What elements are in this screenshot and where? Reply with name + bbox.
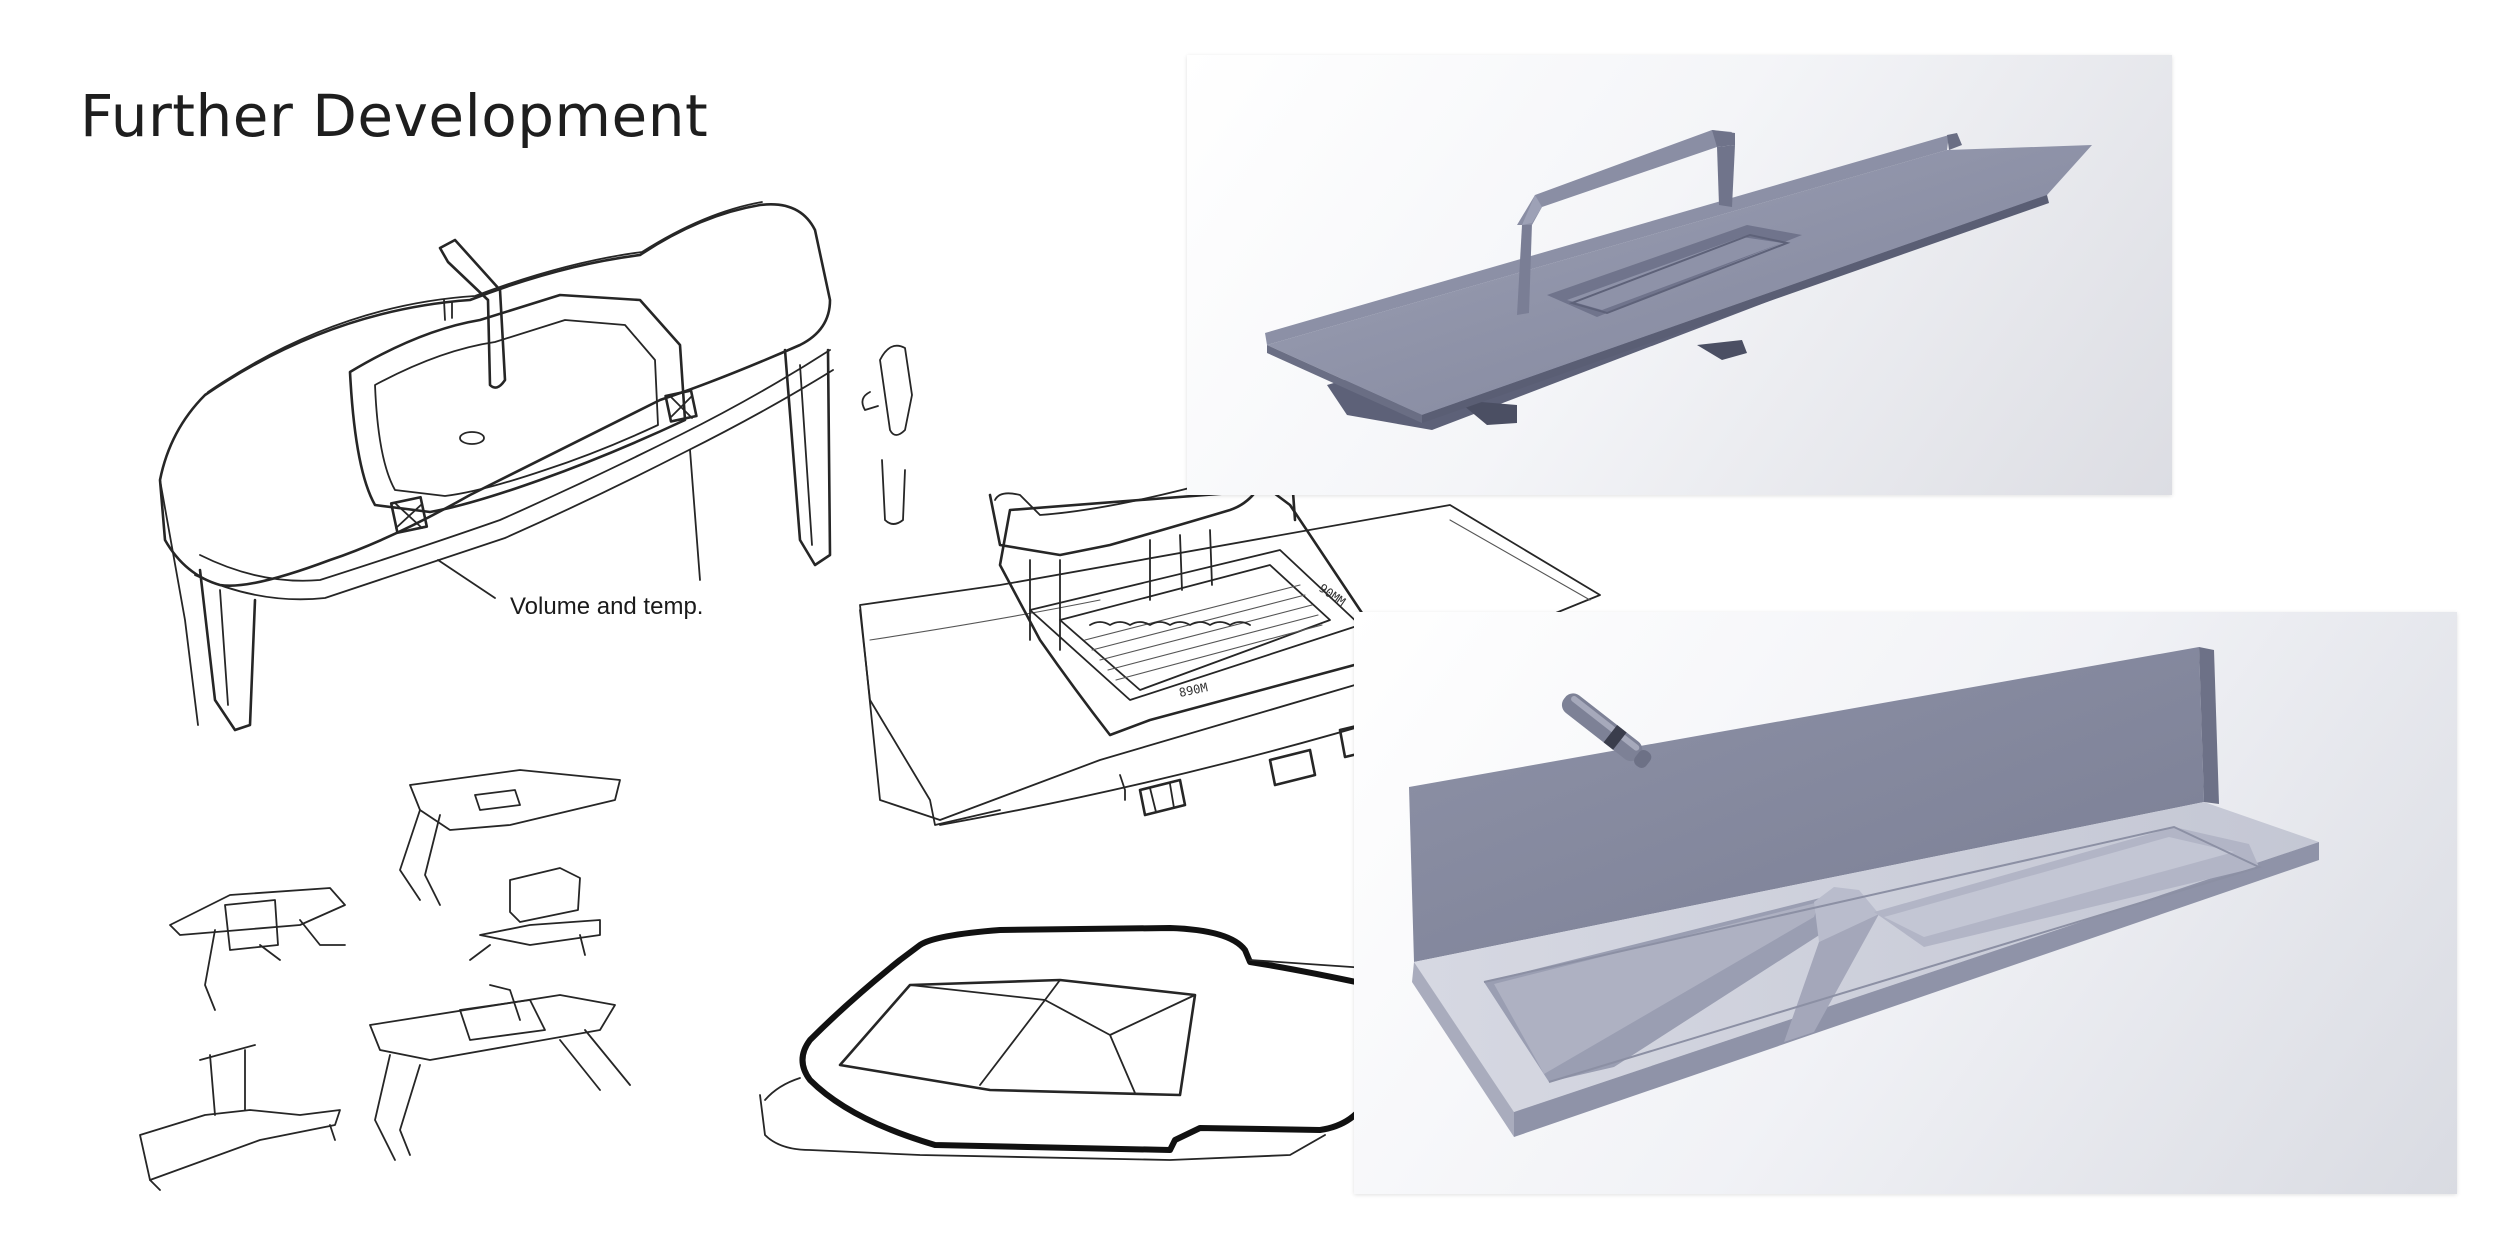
- bold-sink-outline-sketch: [759, 925, 1399, 1161]
- volume-temp-annotation: Volume and temp.: [510, 593, 704, 620]
- thumbnail-sketch-wall-sink: [169, 887, 346, 1011]
- cad-render-top: [1187, 55, 2172, 495]
- thumbnail-sketch-bench: [139, 1044, 341, 1191]
- page-title: Further Development: [80, 82, 709, 150]
- cad-render-bottom: [1354, 612, 2457, 1194]
- cad-render-sink-with-bridge-faucet-icon: [1265, 130, 2092, 430]
- thumbnail-sketch-desk-top: [399, 769, 621, 906]
- width-dimension-label: 890M: [1178, 680, 1209, 700]
- thumbnail-sketch-console: [469, 867, 601, 961]
- main-sink-table-sketch: [158, 201, 913, 732]
- cad-render-sink-with-backsplash-icon: [1409, 647, 2319, 1137]
- thumbnail-sketch-desk-with-legs: [369, 984, 631, 1161]
